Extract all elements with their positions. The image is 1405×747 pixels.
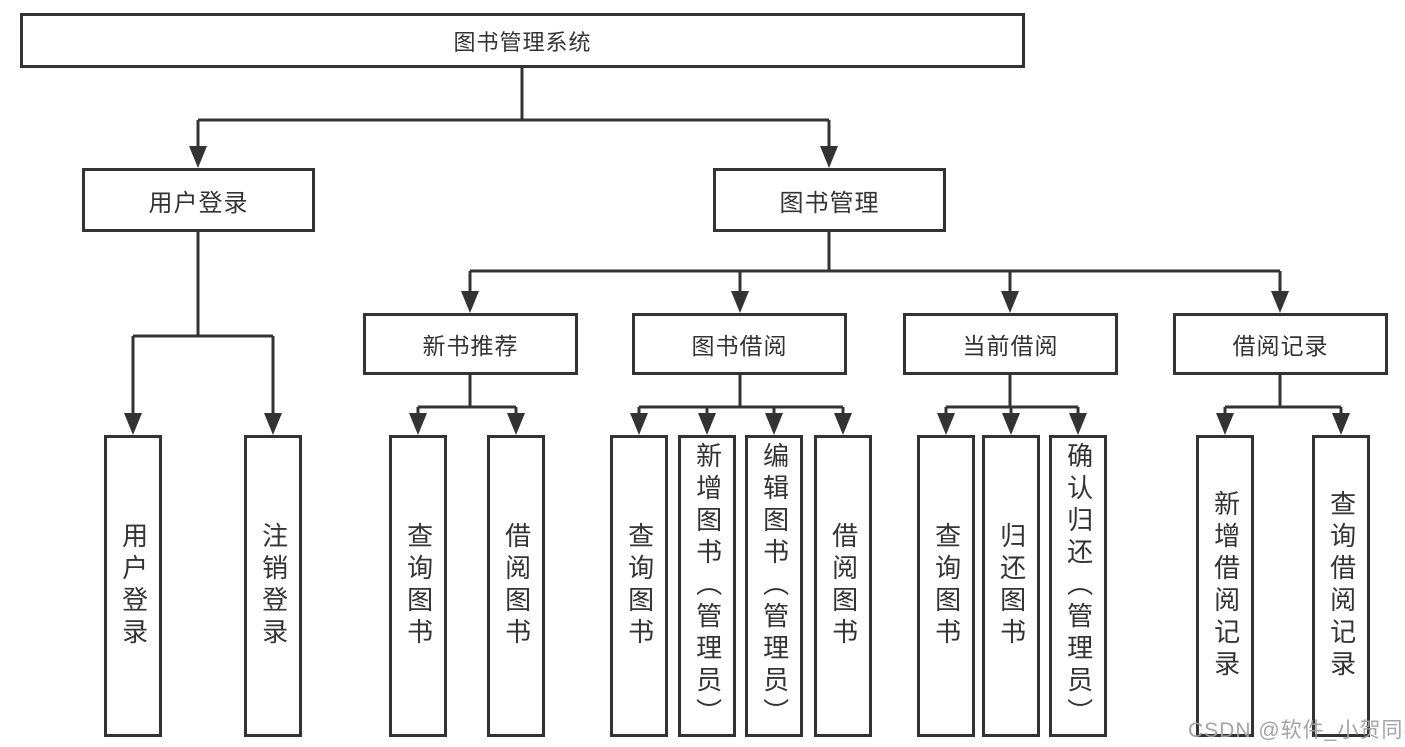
node-leaf-logout: 注销登录 bbox=[244, 435, 302, 737]
node-current-borrow: 当前借阅 bbox=[903, 313, 1118, 375]
node-leaf-br-add-record: 新增借阅记录 bbox=[1196, 435, 1254, 737]
node-leaf-br-query-record: 查询借阅记录 bbox=[1312, 435, 1370, 737]
node-leaf-nbr-borrow-books: 借阅图书 bbox=[487, 435, 545, 737]
node-leaf-bb-add-books-admin: 新增图书（管理员） bbox=[678, 435, 736, 737]
node-borrow-records: 借阅记录 bbox=[1173, 313, 1388, 375]
csdn-watermark: CSDN @软件_小贺同学 bbox=[1188, 719, 1405, 742]
node-root: 图书管理系统 bbox=[20, 13, 1025, 68]
node-leaf-user-login: 用户登录 bbox=[104, 435, 162, 737]
node-user-login: 用户登录 bbox=[82, 168, 315, 232]
node-leaf-bb-borrow-books: 借阅图书 bbox=[814, 435, 872, 737]
node-new-book-recommend: 新书推荐 bbox=[363, 313, 578, 375]
node-leaf-cb-confirm-return-admin: 确认归还（管理员） bbox=[1049, 435, 1107, 737]
node-book-borrow: 图书借阅 bbox=[632, 313, 847, 375]
node-leaf-cb-return-books: 归还图书 bbox=[982, 435, 1040, 737]
node-leaf-cb-query-books: 查询图书 bbox=[917, 435, 975, 737]
node-leaf-nbr-query-books: 查询图书 bbox=[389, 435, 447, 737]
node-leaf-bb-edit-books-admin: 编辑图书（管理员） bbox=[745, 435, 803, 737]
arrowheads bbox=[124, 146, 1350, 435]
node-leaf-bb-query-books: 查询图书 bbox=[610, 435, 668, 737]
connector-lines bbox=[131, 68, 1343, 421]
node-book-management: 图书管理 bbox=[713, 168, 946, 232]
